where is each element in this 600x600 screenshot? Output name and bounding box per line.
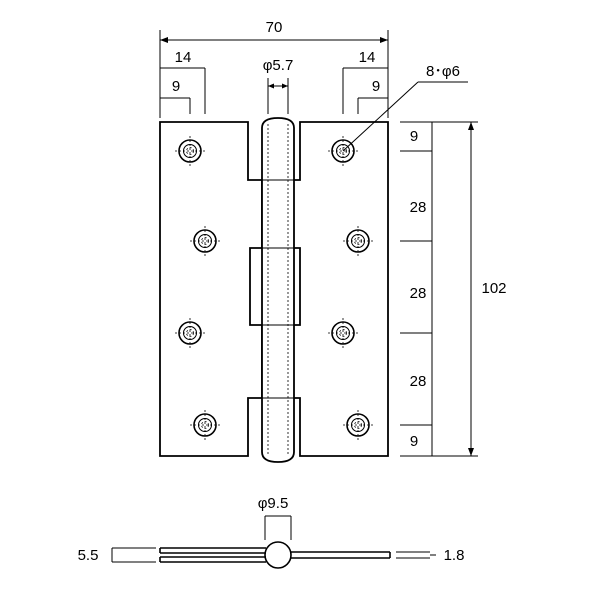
screw-hole [175,136,205,166]
dim-overall-width: 70 [266,19,283,36]
screw-hole [190,226,220,256]
screw-hole [328,136,358,166]
hinge-front-view [159,117,389,463]
knuckle-section [264,541,292,569]
knuckle-barrel [261,117,295,463]
hinge-side-section: φ9.5 5.5 1.8 [78,495,465,569]
dim-right-9: 9 [372,78,380,95]
screw-hole [328,318,358,348]
dim-hole-callout: 8･φ6 [426,63,460,80]
screw-hole [343,410,373,440]
left-leaf [159,121,263,457]
right-leaf [291,121,389,457]
right-dimensions: 9 28 28 28 9 102 [400,121,507,457]
top-dimensions: 70 14 9 14 9 φ5.7 8･φ6 [159,19,468,152]
dim-row-top: 9 [410,128,418,145]
dim-row-bottom: 9 [410,433,418,450]
dim-row-pitch-1: 28 [410,199,427,216]
screw-hole [175,318,205,348]
dim-left-14: 14 [175,49,192,66]
dim-overall-height: 102 [481,280,506,297]
dim-plate-thickness: 1.8 [444,547,465,564]
screw-hole [343,226,373,256]
dim-row-pitch-2: 28 [410,285,427,302]
screw-hole [190,410,220,440]
dim-open-thickness: 5.5 [78,547,99,564]
dim-knuckle-diameter: φ9.5 [258,495,289,512]
dim-pin-diameter: φ5.7 [263,57,294,74]
dim-row-pitch-3: 28 [410,373,427,390]
dim-left-9: 9 [172,78,180,95]
dim-right-14: 14 [359,49,376,66]
